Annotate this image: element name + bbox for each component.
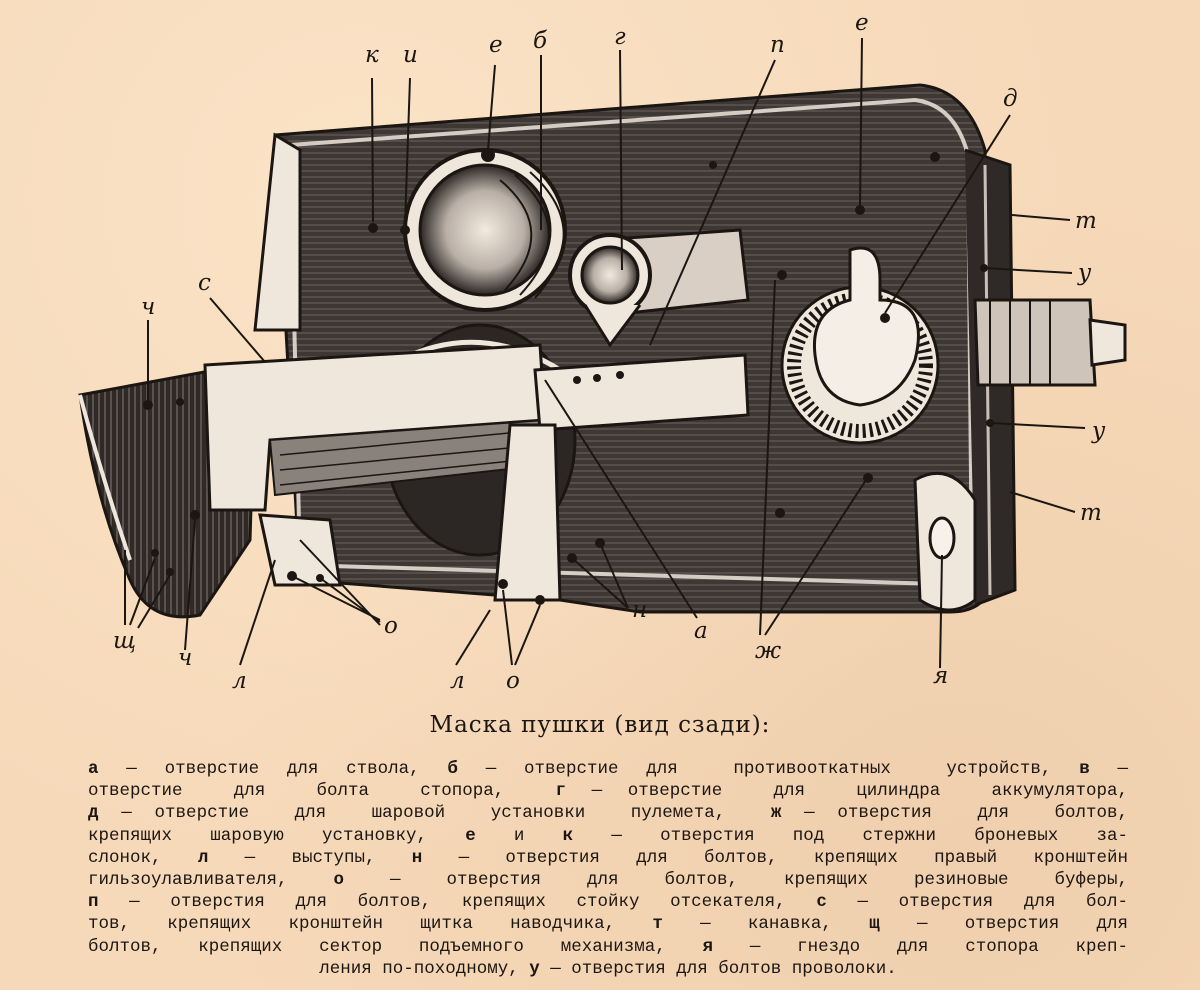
legend-text: отверстие для болта стопора, [88, 781, 556, 802]
legend-text: — гнездо для стопора креп- [713, 936, 1128, 957]
legend-line: тов, крепящих кронштейн щитка наводчика,… [88, 913, 1128, 935]
legend-text: — отверстия для [879, 914, 1128, 935]
label-u-mid: у [1091, 418, 1106, 444]
label-ch-bottom: ч [178, 645, 192, 671]
bolt-holes [143, 152, 994, 605]
legend-text: ления по-походному, [319, 958, 530, 979]
label-l-right: л [450, 668, 465, 694]
legend-line: д — отверстие для шаровой установки пуле… [88, 802, 1128, 824]
legend-key-letter: у [529, 958, 540, 979]
legend-text: — отверстие для ствола, [98, 759, 448, 779]
legend-key-letter: д [88, 803, 99, 824]
legend-line: гильзоулавливателя, о — отверстия для бо… [88, 869, 1128, 891]
label-p-top: п [770, 32, 785, 58]
legend-line: п — отверстия для болтов, крепящих стойк… [88, 891, 1128, 913]
legend-key-letter: е [465, 825, 476, 846]
recoil-bore [403, 148, 567, 312]
label-b: б [533, 28, 548, 54]
legend-line: болтов, крепящих сектор подъемного механ… [88, 936, 1128, 958]
label-ya: я [933, 663, 948, 689]
legend-key-letter: щ [869, 914, 880, 935]
figure-legend: а — отверстие для ствола, б — отверстие … [88, 758, 1128, 980]
label-t-bottom: т [1080, 500, 1102, 526]
legend-text: — отверстие для шаровой установки пулеме… [98, 803, 771, 824]
label-l-left: л [232, 668, 247, 694]
leader-lines [124, 37, 1086, 669]
label-shch: щ [113, 628, 136, 654]
figure-labels: к и е б г п е д т у у т с ч щ ч л о л о … [113, 10, 1106, 694]
gun-mantlet-illustration: к и е б г п е д т у у т с ч щ ч л о л о … [78, 10, 1127, 694]
legend-line: крепящих шаровую установку, е и к — отве… [88, 825, 1128, 847]
legend-text: болтов, крепящих сектор подъемного механ… [88, 936, 703, 957]
label-d: д [1003, 86, 1018, 112]
legend-text: крепящих шаровую установку, [88, 825, 466, 846]
label-t-top: т [1075, 208, 1097, 234]
ball-mount-opening [780, 246, 940, 445]
legend-text: — отверстия для болтов, крепящих стойку … [98, 892, 817, 913]
legend-text: — канавка, [662, 914, 870, 935]
legend-key-letter: т [652, 914, 663, 935]
legend-text: — отверстия под стержни броневых за- [573, 825, 1128, 846]
label-o-bottom: о [506, 668, 520, 694]
legend-line: слонок, л — выступы, н — отверстия для б… [88, 847, 1128, 869]
legend-key-letter: в [1079, 759, 1090, 779]
legend-text: тов, крепящих кронштейн щитка наводчика, [88, 914, 653, 935]
label-e-right: е [855, 10, 869, 36]
legend-text: — отверстие для цилиндра аккумулятора, [566, 781, 1128, 802]
label-ch-left: ч [141, 294, 155, 320]
legend-key-letter: с [816, 892, 827, 913]
legend-text: — отверстие для противооткатных устройст… [457, 759, 1080, 779]
legend-text: — отверстия для болтов проволоки. [539, 958, 897, 979]
accumulator-bore [568, 228, 750, 348]
legend-key-letter: б [447, 759, 458, 779]
legend-line: отверстие для болта стопора, г — отверст… [88, 780, 1128, 802]
label-g: г [614, 24, 626, 50]
legend-key-letter: о [333, 870, 345, 891]
label-a: а [694, 618, 708, 644]
legend-key-letter: г [555, 781, 566, 802]
legend-text: слонок, [88, 847, 198, 868]
legend-text: и [475, 825, 563, 846]
legend-text: — отверстия для болтов, крепящих резинов… [344, 870, 1128, 891]
guide-rail [203, 343, 977, 612]
legend-line: а — отверстие для ствола, б — отверстие … [88, 758, 1128, 780]
legend-key-letter: п [88, 892, 99, 913]
legend-key-letter: я [702, 936, 714, 957]
label-i: и [403, 42, 418, 68]
label-o-right: о [384, 613, 398, 639]
legend-text: гильзоулавливателя, [88, 870, 334, 891]
figure-caption: Маска пушки (вид сзади): [429, 712, 771, 738]
label-s: с [198, 270, 211, 296]
legend-key-letter: л [197, 847, 209, 868]
mount-stub [973, 298, 1127, 387]
legend-text: — отверстия для бол- [826, 892, 1128, 913]
legend-key-letter: н [411, 847, 423, 868]
legend-key-letter: а [88, 759, 99, 779]
label-n: н [632, 597, 647, 623]
legend-key-letter: к [562, 825, 574, 846]
label-u-top: у [1077, 260, 1092, 286]
legend-text: — выступы, [208, 847, 412, 868]
label-k: к [365, 42, 379, 68]
legend-text: — [1089, 759, 1128, 779]
legend-line: ления по-походному, у — отверстия для бо… [88, 958, 1128, 980]
label-e-top: е [489, 32, 503, 58]
legend-text: — отверстия для болтов, крепящих правый … [422, 847, 1129, 868]
label-zh: ж [755, 638, 781, 664]
legend-text: — отверстия для болтов, [781, 803, 1128, 824]
legend-key-letter: ж [770, 803, 782, 824]
